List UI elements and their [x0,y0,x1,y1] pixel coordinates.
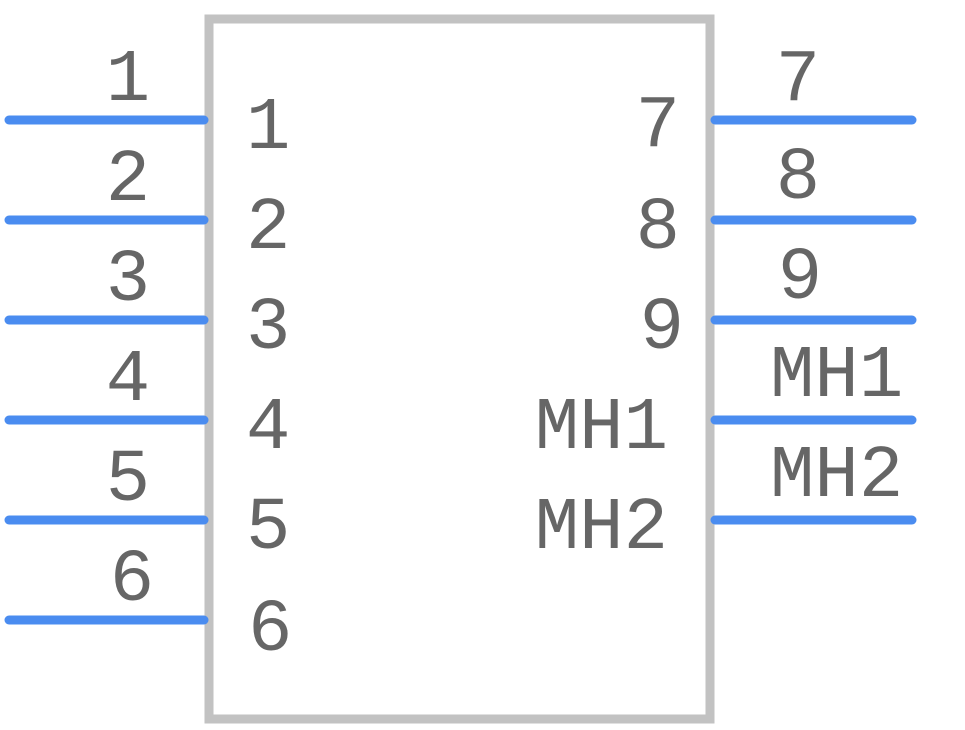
left-pin: 4 4 [4,339,290,471]
pin-number-label: 6 [110,539,154,623]
pin-name-label: MH1 [535,387,668,471]
pin-number-label: 2 [106,139,150,223]
pin-name-label: 7 [636,85,680,169]
pin-number-label: 3 [106,239,150,323]
pin-name-label: 2 [246,187,290,271]
pin-name-label: 1 [246,87,290,171]
pin-name-label: 5 [246,487,290,571]
pin-number-label: 5 [106,439,150,523]
left-pin: 1 1 [4,39,290,171]
right-pins: 7 7 8 8 9 9 MH1 MH1 MH2 MH2 [535,39,917,571]
right-pin: 7 7 [636,39,917,169]
right-pin: 9 9 [640,237,917,371]
left-pin: 3 3 [4,239,290,371]
left-pin: 2 2 [4,139,290,271]
pin-name-label: 9 [640,287,684,371]
pin-number-label: 9 [778,237,822,321]
pin-number-label: MH2 [770,435,903,519]
right-pin: MH2 MH2 [535,435,917,571]
right-pin: MH1 MH1 [535,335,917,471]
left-pin: 5 5 [4,439,290,571]
pin-name-label: 3 [246,287,290,371]
pin-name-label: 8 [636,187,680,271]
pin-name-label: 4 [246,387,290,471]
left-pin: 6 6 [4,539,292,673]
pin-name-label: 6 [248,589,292,673]
pin-number-label: 1 [106,39,150,123]
pin-number-label: 7 [776,39,820,123]
right-pin: 8 8 [636,137,917,271]
pin-number-label: MH1 [770,335,903,419]
pin-number-label: 8 [776,137,820,221]
pin-number-label: 4 [106,339,150,423]
left-pins: 1 1 2 2 3 3 4 4 5 5 6 6 [4,39,292,673]
component-body [204,14,715,724]
pin-name-label: MH2 [535,487,668,571]
